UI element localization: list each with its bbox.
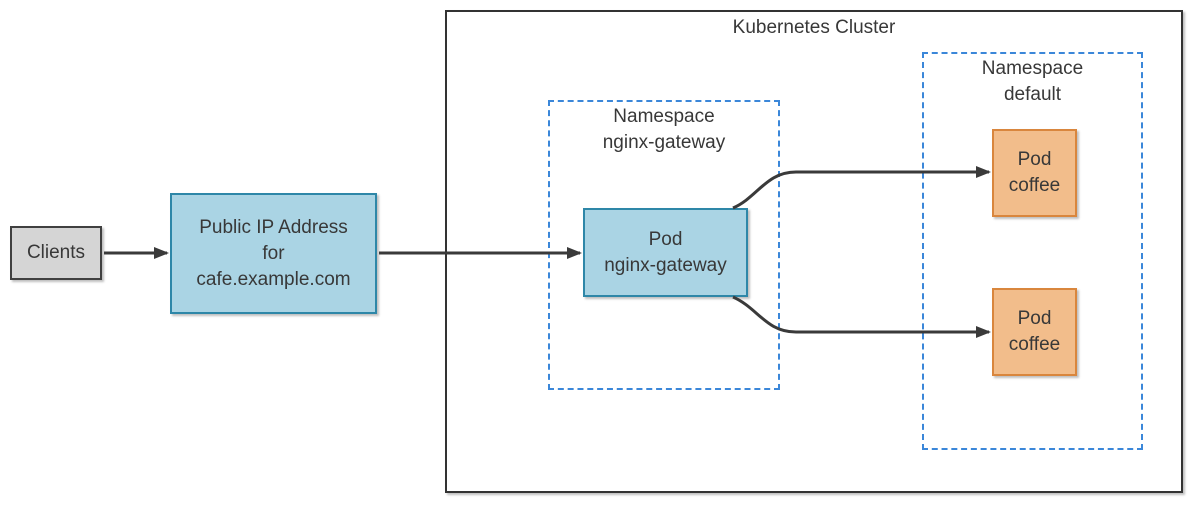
namespace-nginx-gateway-label-line1: Namespace: [613, 106, 715, 127]
namespace-default-box: [922, 52, 1143, 450]
pod-nginx-gateway-label-line2: nginx-gateway: [604, 254, 727, 276]
public-ip-node: Public IP Address for cafe.example.com: [170, 193, 377, 314]
kubernetes-cluster-title: Kubernetes Cluster: [732, 17, 896, 38]
namespace-default-label: Namespace default: [922, 56, 1143, 108]
pod-coffee-top-label-line2: coffee: [1008, 175, 1061, 196]
pod-nginx-gateway-node: Pod nginx-gateway: [583, 208, 748, 297]
namespace-default-label-line2: default: [1003, 84, 1062, 105]
namespace-nginx-gateway-box: [548, 100, 780, 390]
pod-coffee-top-label-line1: Pod: [1017, 149, 1052, 170]
public-ip-label-line2: for: [262, 242, 285, 264]
public-ip-label-line3: cafe.example.com: [196, 268, 351, 290]
pod-coffee-bottom-node: Pod coffee: [992, 288, 1077, 376]
pod-coffee-bottom-label-line2: coffee: [1008, 334, 1061, 355]
public-ip-label-line1: Public IP Address: [199, 216, 348, 238]
pod-coffee-bottom-label-line1: Pod: [1017, 308, 1052, 329]
namespace-default-label-line1: Namespace: [981, 58, 1084, 79]
pod-nginx-gateway-label-line1: Pod: [648, 228, 683, 250]
namespace-nginx-gateway-label-line2: nginx-gateway: [602, 132, 726, 153]
clients-node: Clients: [10, 226, 102, 280]
clients-label: Clients: [26, 242, 86, 263]
namespace-nginx-gateway-label: Namespace nginx-gateway: [548, 104, 780, 156]
pod-coffee-top-node: Pod coffee: [992, 129, 1077, 217]
